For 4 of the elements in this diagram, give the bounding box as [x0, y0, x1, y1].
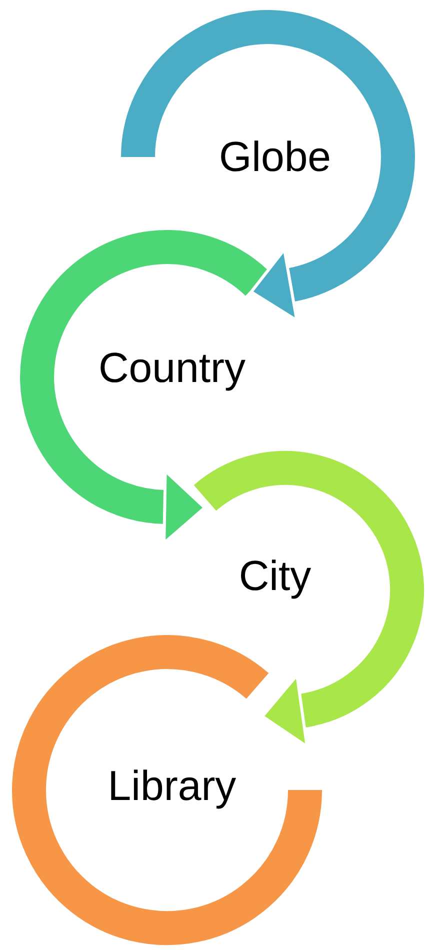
- step-label: Country: [98, 344, 246, 392]
- step-label: Library: [108, 762, 236, 810]
- step-label: Globe: [218, 133, 332, 181]
- step-label: City: [238, 552, 312, 600]
